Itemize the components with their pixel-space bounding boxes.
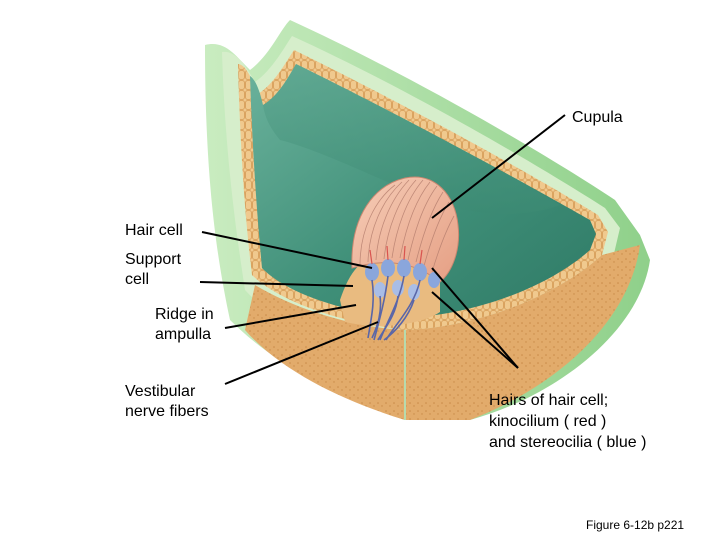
label-cupula: Cupula bbox=[572, 109, 623, 126]
cupula-striations bbox=[359, 179, 455, 273]
connective-tissue-right bbox=[405, 245, 640, 420]
connective-tissue bbox=[245, 285, 405, 420]
label-hair-cell: Hair cell bbox=[125, 222, 183, 239]
label-support-cell: Support cell bbox=[125, 251, 182, 288]
label-hairs-of-hair-cell: Hairs of hair cell; kinocilium ( red ) a… bbox=[489, 392, 647, 451]
label-ridge-in-ampulla: Ridge in ampulla bbox=[155, 306, 214, 343]
label-vestibular-nerve-fibers: Vestibular nerve fibers bbox=[125, 383, 209, 420]
figure-caption: Figure 6-12b p221 bbox=[586, 518, 685, 532]
kinocilia bbox=[369, 245, 423, 265]
leader-lines bbox=[199, 114, 566, 385]
vestibular-nerve-fibers bbox=[367, 275, 421, 341]
hair-cells bbox=[365, 259, 440, 300]
